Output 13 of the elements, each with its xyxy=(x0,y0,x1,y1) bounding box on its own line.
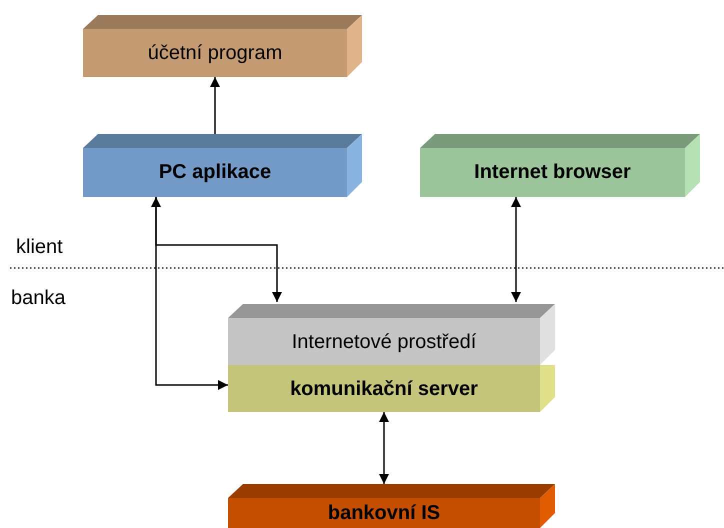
node-label: účetní program xyxy=(148,41,282,66)
arrow xyxy=(151,197,228,390)
node-label: komunikační server xyxy=(290,376,478,402)
zone-label: klient xyxy=(16,235,63,260)
arrow xyxy=(511,197,521,302)
arrow xyxy=(379,412,389,484)
node-label: PC aplikace xyxy=(158,160,272,185)
arrow xyxy=(210,77,220,134)
node-label: bankovní IS xyxy=(328,501,440,526)
node-label: Internet browser xyxy=(474,160,631,185)
arrow xyxy=(155,197,282,302)
zone-label: banka xyxy=(11,286,66,311)
node-label: Internetové prostředí xyxy=(292,330,476,354)
